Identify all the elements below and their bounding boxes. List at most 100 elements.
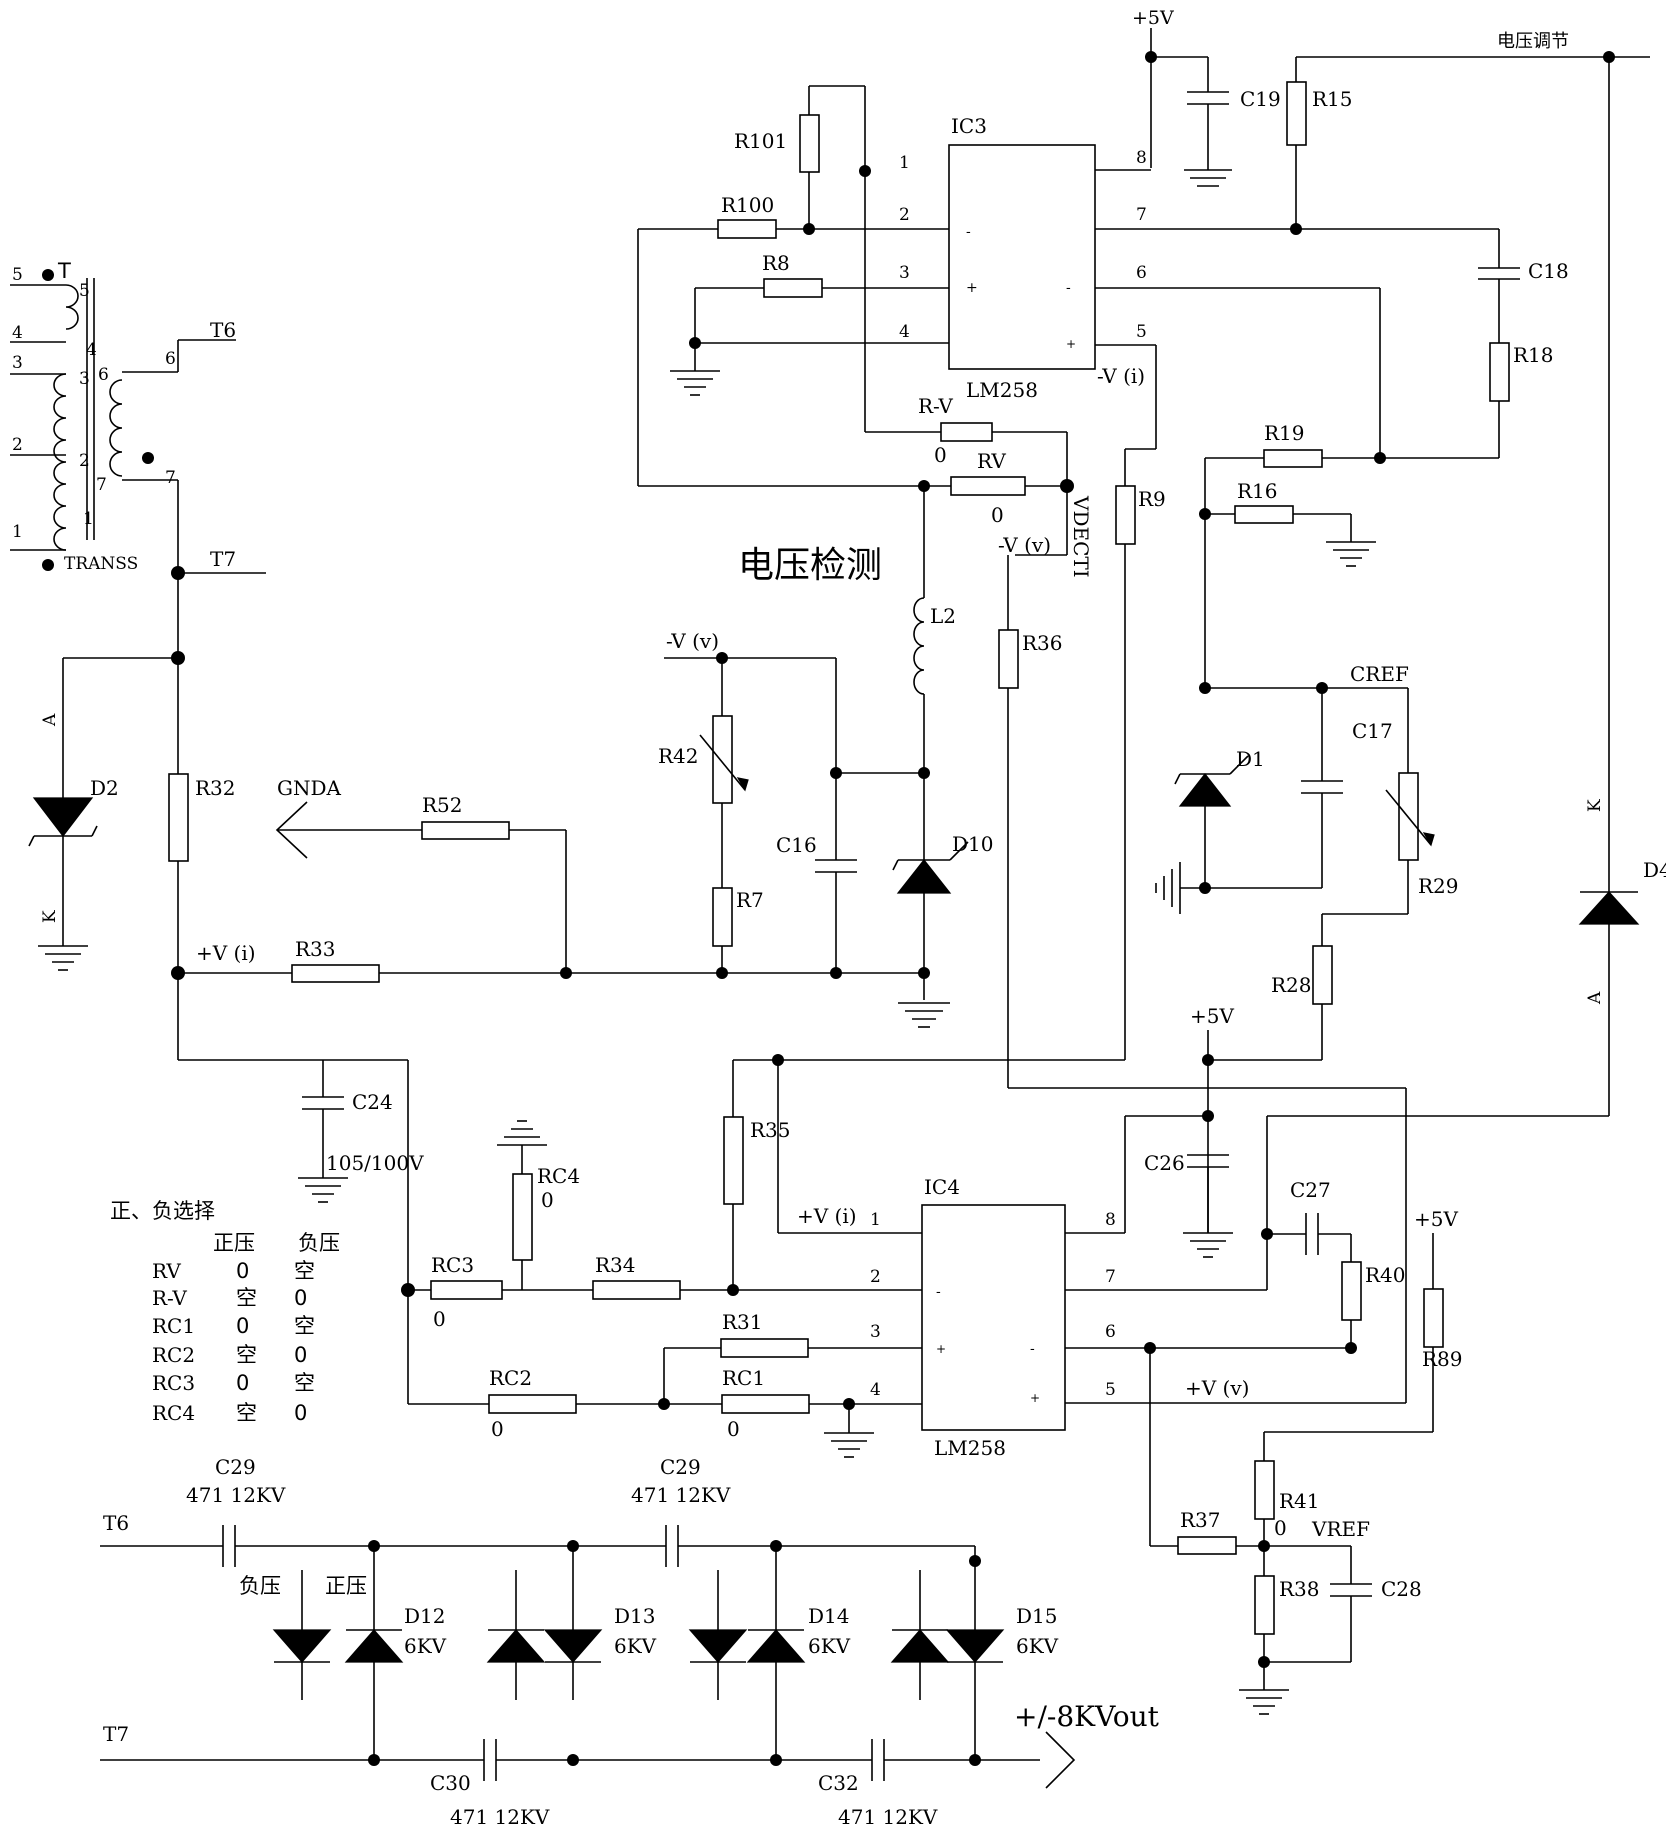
r15-resistor [1287, 82, 1306, 145]
r8-label: R8 [762, 251, 790, 275]
r35-label: R35 [750, 1118, 791, 1142]
table-row-name: RC2 [152, 1343, 195, 1367]
r33-label: R33 [295, 937, 336, 961]
table-row-pos: 空 [236, 1401, 257, 1425]
r18-resistor [1490, 343, 1509, 401]
c26-label: C26 [1144, 1151, 1185, 1175]
r-v-value: 0 [934, 443, 947, 467]
ic3-pin-4: 4 [899, 322, 910, 342]
r19-resistor [1264, 450, 1322, 467]
d14-value: 6KV [808, 1634, 851, 1658]
pos-v-i-ic4-label: +V (i) [797, 1204, 857, 1228]
table-row-neg: 空 [294, 1314, 315, 1338]
ic3-pin-1: 1 [899, 153, 910, 173]
svg-text:-: - [1030, 1341, 1035, 1357]
r37-resistor [1178, 1537, 1236, 1554]
col-negative-header: 负压 [298, 1231, 340, 1255]
table-row-pos: 空 [236, 1343, 257, 1367]
r101-label: R101 [734, 129, 787, 153]
ic4-pin-1: 1 [870, 1210, 881, 1230]
trans-pin-1-left: 1 [12, 522, 23, 542]
selection-title: 正、负选择 [110, 1199, 215, 1223]
r8-resistor [764, 279, 822, 297]
r36-label: R36 [1022, 631, 1063, 655]
rc4-resistor [513, 1174, 532, 1260]
d13-value: 6KV [614, 1634, 657, 1658]
trans-winding-primary [54, 374, 66, 550]
r52-resistor [422, 822, 509, 839]
rc3-label: RC3 [431, 1253, 474, 1277]
voltage-adjust-label: 电压调节 [1497, 31, 1569, 52]
r40-resistor [1342, 1262, 1361, 1320]
c24-label: C24 [352, 1090, 393, 1114]
d1-label: D1 [1236, 747, 1265, 771]
ic3-part-label: LM258 [966, 378, 1038, 402]
table-row-neg: 空 [294, 1259, 315, 1283]
c16-label: C16 [776, 833, 817, 857]
c30-value: 471 12KV [450, 1805, 550, 1829]
voltage-detect-title: 电压检测 [738, 545, 882, 586]
d13-label: D13 [614, 1604, 655, 1628]
d10-diode [898, 860, 950, 893]
r16-resistor [1235, 506, 1293, 523]
c28-label: C28 [1381, 1577, 1422, 1601]
d2-diode [34, 798, 92, 836]
trans-pin-3-left: 3 [12, 353, 23, 373]
ic3-chip [949, 145, 1095, 369]
d14-left-diode [690, 1630, 746, 1662]
ic3-pin-7: 7 [1136, 205, 1147, 225]
rc2-value: 0 [491, 1417, 504, 1441]
r33-resistor [292, 965, 379, 982]
vdect-label: VDECTI [1069, 495, 1093, 578]
ic4-pin-7: 7 [1105, 1267, 1116, 1287]
ic3-pin-2: 2 [899, 205, 910, 225]
rc2-resistor [489, 1395, 576, 1413]
d2-a-label: A [40, 713, 60, 727]
r32-label: R32 [195, 776, 236, 800]
r35-resistor [724, 1117, 743, 1204]
r41-value: 0 [1274, 1516, 1287, 1540]
trans-pin-2-inner: 2 [79, 451, 90, 471]
d12-pos-diode [346, 1630, 402, 1662]
c29b-label: C29 [660, 1455, 701, 1479]
r36-resistor [999, 630, 1018, 688]
ic4-pin-6: 6 [1105, 1322, 1116, 1342]
d10-label: D10 [952, 832, 993, 856]
rc4-value: 0 [541, 1188, 554, 1212]
trans-pin-2-left: 2 [12, 435, 23, 455]
c29a-label: C29 [215, 1455, 256, 1479]
d13-left-diode [488, 1630, 544, 1662]
ic4-pin-8: 8 [1105, 1210, 1116, 1230]
table-row-neg: 0 [294, 1343, 307, 1367]
r29-label: R29 [1418, 874, 1459, 898]
c27-label: C27 [1290, 1178, 1331, 1202]
d4-a-label: A [1585, 991, 1605, 1005]
output-arrow [1046, 1732, 1074, 1788]
d2-label: D2 [90, 776, 119, 800]
r100-label: R100 [721, 193, 774, 217]
ic4-chip [922, 1205, 1065, 1430]
svg-text:-: - [936, 1284, 941, 1300]
table-row-neg: 0 [294, 1401, 307, 1425]
trans-label: TRANSS [64, 554, 138, 574]
r-v-resistor [941, 423, 992, 441]
d14-right-diode [748, 1630, 804, 1662]
trans-winding-top [66, 285, 78, 329]
r89-resistor [1424, 1289, 1443, 1347]
svg-text:+: + [936, 1342, 946, 1356]
r28-resistor [1313, 946, 1332, 1004]
c29a-value: 471 12KV [186, 1483, 286, 1507]
table-row-name: RV [152, 1259, 181, 1283]
trans-pin-3-inner: 3 [79, 369, 90, 389]
d14-label: D14 [808, 1604, 849, 1628]
trans-pin-1-inner: 1 [83, 509, 94, 529]
table-row-pos: 0 [236, 1259, 249, 1283]
d15-label: D15 [1016, 1604, 1057, 1628]
r7-label: R7 [736, 888, 764, 912]
t6-bottom-label: T6 [103, 1511, 129, 1535]
r32-resistor [169, 774, 188, 861]
r34-label: R34 [595, 1253, 636, 1277]
gnda-label: GNDA [277, 776, 342, 800]
table-row-neg: 空 [294, 1371, 315, 1395]
